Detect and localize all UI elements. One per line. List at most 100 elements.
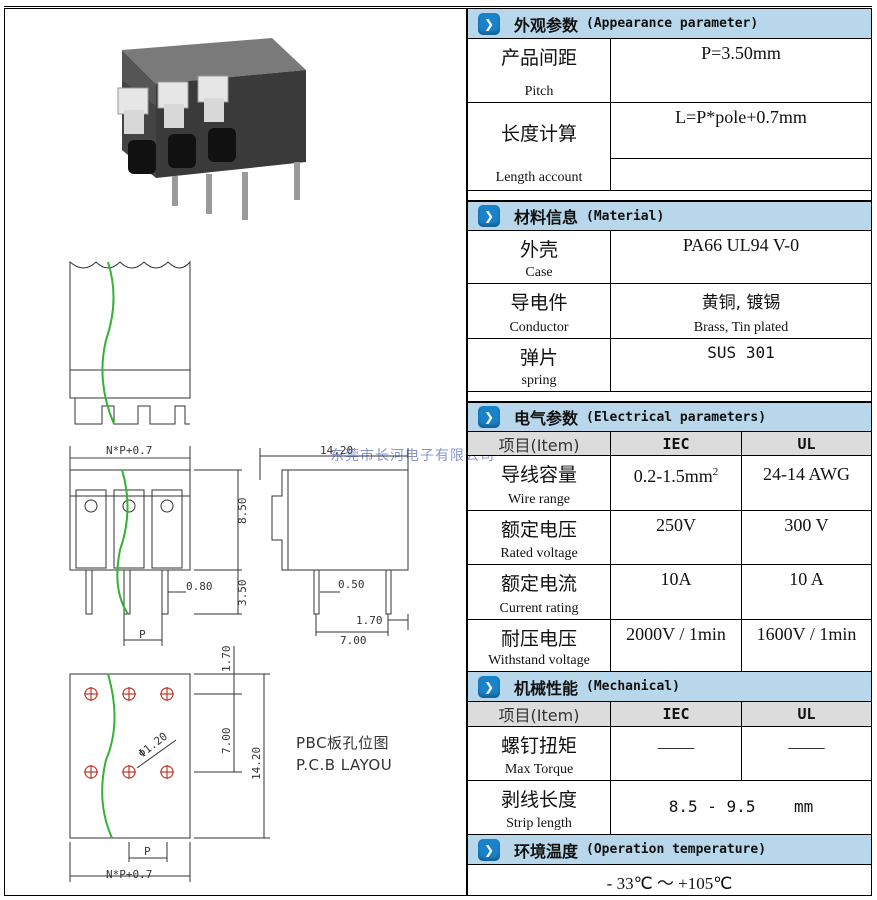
label-cell: 额定电压 Rated voltage xyxy=(468,511,611,564)
arrow-icon: ❯ xyxy=(478,12,500,35)
row-current-rating: 额定电流 Current rating 10A 10 A xyxy=(468,565,871,620)
dim-height-body: 8.50 xyxy=(236,498,249,525)
pcb-layout-label: PBC板孔位图 P.C.B LAYOU xyxy=(296,732,392,776)
label-cell: 弹片 spring xyxy=(468,339,611,391)
section-title-en: (Operation temperature) xyxy=(586,842,767,857)
section-appearance: ❯ 外观参数 (Appearance parameter) xyxy=(468,9,871,39)
label-zh: 弹片 xyxy=(519,347,558,369)
label-cell: 螺钉扭矩 Max Torque xyxy=(468,727,611,780)
current-ul-value: 10 A xyxy=(789,569,824,589)
voltage-ul-value: 300 V xyxy=(784,515,829,535)
watermark-text: 东莞市长河电子有限公司 xyxy=(330,448,495,464)
label-cell: 导电件 Conductor xyxy=(468,284,611,338)
voltage-iec-value: 250V xyxy=(611,511,742,564)
label-zh: 额定电压 xyxy=(500,519,577,541)
case-value: PA66 UL94 V-0 xyxy=(682,235,800,255)
dim-hole-diameter: Φ1.20 xyxy=(136,730,170,761)
label-en: Length account xyxy=(495,170,583,185)
header-ul: UL xyxy=(797,434,816,453)
label-cell: 剥线长度 Strip length xyxy=(468,781,611,834)
dim-pin-length: 3.50 xyxy=(236,580,249,607)
section-title-en: (Material) xyxy=(586,208,665,224)
withstand-iec-value: 2000V / 1min xyxy=(611,620,742,671)
label-zh: 耐压电压 xyxy=(500,628,577,650)
label-cell: 耐压电压 Withstand voltage xyxy=(468,620,611,671)
label-zh: 长度计算 xyxy=(500,123,577,145)
section-title-zh: 环境温度 xyxy=(514,841,579,861)
wire-ul-value: 24-14 AWG xyxy=(762,464,851,484)
section-title-en: (Electrical parameters) xyxy=(586,409,767,425)
label-en: spring xyxy=(521,373,557,388)
current-iec-value: 10A xyxy=(611,565,742,619)
section-mechanical: ❯ 机械性能 (Mechanical) xyxy=(468,672,871,702)
dim-width-top: N*P+0.7 xyxy=(106,444,152,457)
datasheet-frame xyxy=(4,8,872,896)
label-en: Withstand voltage xyxy=(488,653,590,668)
row-temperature: - 33℃ ～ +105℃ xyxy=(468,865,871,895)
header-item-label: 项目(Item) xyxy=(498,435,580,455)
product-3d-render xyxy=(117,38,306,220)
length-value: L=P*pole+0.7mm xyxy=(611,103,871,159)
pcb-holes xyxy=(84,687,174,779)
header-iec: IEC xyxy=(611,702,742,726)
strip-length-value: 8.5 - 9.5 mm xyxy=(668,797,814,816)
conductor-value-en: Brass, Tin plated xyxy=(693,320,789,335)
header-item: 项目(Item) xyxy=(468,432,611,455)
label-zh: 导线容量 xyxy=(500,464,577,486)
header-item-label: 项目(Item) xyxy=(498,706,580,725)
dim-side-pin-span: 7.00 xyxy=(340,634,367,647)
electrical-header-row: 项目(Item) IEC UL xyxy=(468,432,871,456)
label-en: Rated voltage xyxy=(500,546,578,561)
technical-drawing: N*P+0.7 8.50 3.50 0.80 P 14.20 0.50 1.70… xyxy=(69,38,409,882)
arrow-icon: ❯ xyxy=(478,406,500,428)
row-pitch: 产品间距 Pitch P=3.50mm xyxy=(468,39,871,103)
length-value-cell: L=P*pole+0.7mm xyxy=(611,103,871,190)
dim-pcb-pitch: P xyxy=(144,845,151,858)
row-strip-length: 剥线长度 Strip length 8.5 - 9.5 mm xyxy=(468,781,871,835)
label-en: Wire range xyxy=(507,492,570,507)
spring-value: SUS 301 xyxy=(707,343,775,362)
torque-iec-value: —— xyxy=(611,727,742,780)
wire-iec-cell: 0.2-1.5mm2 xyxy=(611,456,742,510)
label-en: Max Torque xyxy=(504,762,574,777)
dim-side-offset: 1.70 xyxy=(356,614,383,627)
dim-pitch: P xyxy=(139,628,146,641)
row-withstand-voltage: 耐压电压 Withstand voltage 2000V / 1min 1600… xyxy=(468,620,871,672)
conductor-value-zh: 黄铜, 镀锡 xyxy=(701,293,781,313)
section-title-zh: 材料信息 xyxy=(514,208,579,227)
dim-pin-side: 0.50 xyxy=(338,578,365,591)
withstand-ul-value: 1600V / 1min xyxy=(756,624,857,644)
temperature-value: - 33℃ ～ +105℃ xyxy=(606,874,733,893)
column-divider xyxy=(466,8,468,896)
section-title-zh: 机械性能 xyxy=(514,678,579,698)
pcb-label-en: P.C.B LAYOU xyxy=(296,756,393,774)
dim-pcb-top: 1.70 xyxy=(220,646,233,673)
section-title-zh: 外观参数 xyxy=(514,15,579,35)
dim-pcb-width: N*P+0.7 xyxy=(106,868,152,881)
top-view xyxy=(69,260,191,425)
row-max-torque: 螺钉扭矩 Max Torque —— —— xyxy=(468,727,871,781)
section-gap xyxy=(468,392,871,402)
row-wire-range: 导线容量 Wire range 0.2-1.5mm2 24-14 AWG xyxy=(468,456,871,511)
header-item: 项目(Item) xyxy=(468,702,611,726)
row-length: 长度计算 Length account L=P*pole+0.7mm xyxy=(468,103,871,191)
front-view xyxy=(69,446,242,646)
label-en: Pitch xyxy=(524,84,554,99)
pcb-label-zh: PBC板孔位图 xyxy=(296,734,390,752)
label-cell: 产品间距 Pitch xyxy=(468,39,611,102)
section-electrical: ❯ 电气参数 (Electrical parameters) xyxy=(468,402,871,432)
label-en: Current rating xyxy=(499,601,579,616)
label-cell: 外壳 Case xyxy=(468,231,611,283)
label-cell: 额定电流 Current rating xyxy=(468,565,611,619)
conductor-value-cell: 黄铜, 镀锡 Brass, Tin plated xyxy=(611,284,871,338)
label-en: Strip length xyxy=(506,816,572,831)
torque-ul-value: —— xyxy=(788,737,825,757)
label-zh: 导电件 xyxy=(510,292,568,314)
section-title-en: (Appearance parameter) xyxy=(586,16,759,31)
label-en: Conductor xyxy=(509,320,569,335)
wire-iec-sup: 2 xyxy=(712,466,719,478)
pcb-layout-view xyxy=(69,646,270,882)
label-cell: 导线容量 Wire range xyxy=(468,456,611,510)
side-view xyxy=(259,448,409,636)
section-material: ❯ 材料信息 (Material) xyxy=(468,201,871,231)
